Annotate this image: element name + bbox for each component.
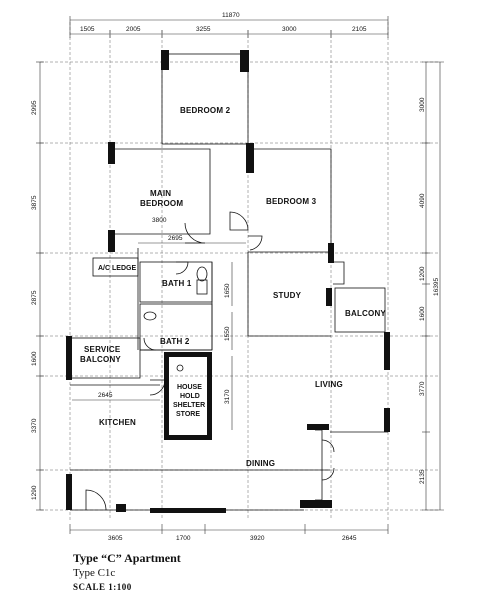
- fixtures: [143, 266, 208, 372]
- dim-inner-2645: 2645: [98, 392, 113, 399]
- dim-inner-2695: 2695: [168, 235, 183, 242]
- doors: [85, 211, 345, 511]
- label-main-bedroom-line1: MAIN: [150, 189, 171, 198]
- room-outlines: [69, 53, 388, 511]
- dim-left-4: 1600: [31, 351, 38, 366]
- plan-subtitle: Type C1c: [73, 567, 116, 579]
- dim-top-2: 2005: [126, 26, 141, 33]
- label-shelter-line3: SHELTER: [173, 402, 205, 409]
- dim-inner-3800: 3800: [152, 217, 167, 224]
- label-bath-1: BATH 1: [162, 279, 192, 288]
- dim-bottom-3: 3920: [250, 535, 265, 542]
- label-study: STUDY: [273, 291, 302, 300]
- plan-scale: SCALE 1:100: [73, 582, 132, 592]
- dim-bottom-2: 1700: [176, 535, 191, 542]
- dim-top-5: 2105: [352, 26, 367, 33]
- dim-top-1: 1505: [80, 26, 95, 33]
- label-shelter-line2: HOLD: [180, 393, 200, 400]
- plan-title: Type “C” Apartment: [73, 551, 181, 565]
- dim-inner-3170: 3170: [224, 389, 231, 404]
- label-service-balcony-line1: SERVICE: [84, 345, 121, 354]
- dimension-lines: [36, 16, 444, 534]
- label-bath-2: BATH 2: [160, 337, 190, 346]
- label-shelter-line4: STORE: [176, 411, 200, 418]
- dim-left-6: 1290: [31, 485, 38, 500]
- label-main-bedroom-line2: BEDROOM: [140, 199, 183, 208]
- dim-inner-1650: 1650: [224, 283, 231, 298]
- dim-left-3: 2875: [31, 290, 38, 305]
- label-bedroom-2: BEDROOM 2: [180, 106, 231, 115]
- dim-right-4: 1600: [419, 306, 426, 321]
- label-living: LIVING: [315, 380, 343, 389]
- dim-right-5: 3770: [419, 381, 426, 396]
- room-labels: BEDROOM 2 MAIN BEDROOM BEDROOM 3 A/C LED…: [80, 106, 386, 468]
- label-kitchen: KITCHEN: [99, 418, 136, 427]
- dim-left-5: 3370: [31, 418, 38, 433]
- walls: [66, 50, 390, 513]
- dim-top-3: 3255: [196, 26, 211, 33]
- dim-right-2: 4090: [419, 193, 426, 208]
- label-service-balcony-line2: BALCONY: [80, 355, 121, 364]
- dim-inner-1550: 1550: [224, 326, 231, 341]
- label-shelter-line1: HOUSE: [177, 384, 202, 391]
- dim-bottom-1: 3605: [108, 535, 123, 542]
- dim-top-4: 3000: [282, 26, 297, 33]
- dim-overall-width: 11870: [222, 12, 240, 19]
- dimension-labels: 11870 1505 2005 3255 3000 2105 2995 3875…: [31, 12, 440, 542]
- dim-left-1: 2995: [31, 100, 38, 115]
- dim-bottom-4: 2645: [342, 535, 357, 542]
- label-dining: DINING: [246, 459, 275, 468]
- dim-right-1: 3000: [419, 97, 426, 112]
- dim-left-2: 3875: [31, 195, 38, 210]
- label-ac-ledge: A/C LEDGE: [98, 265, 136, 272]
- label-balcony: BALCONY: [345, 309, 386, 318]
- label-bedroom-3: BEDROOM 3: [266, 197, 317, 206]
- dim-right-6: 2135: [419, 469, 426, 484]
- dim-right-3: 1200: [419, 266, 426, 281]
- dim-overall-height: 16395: [433, 278, 440, 296]
